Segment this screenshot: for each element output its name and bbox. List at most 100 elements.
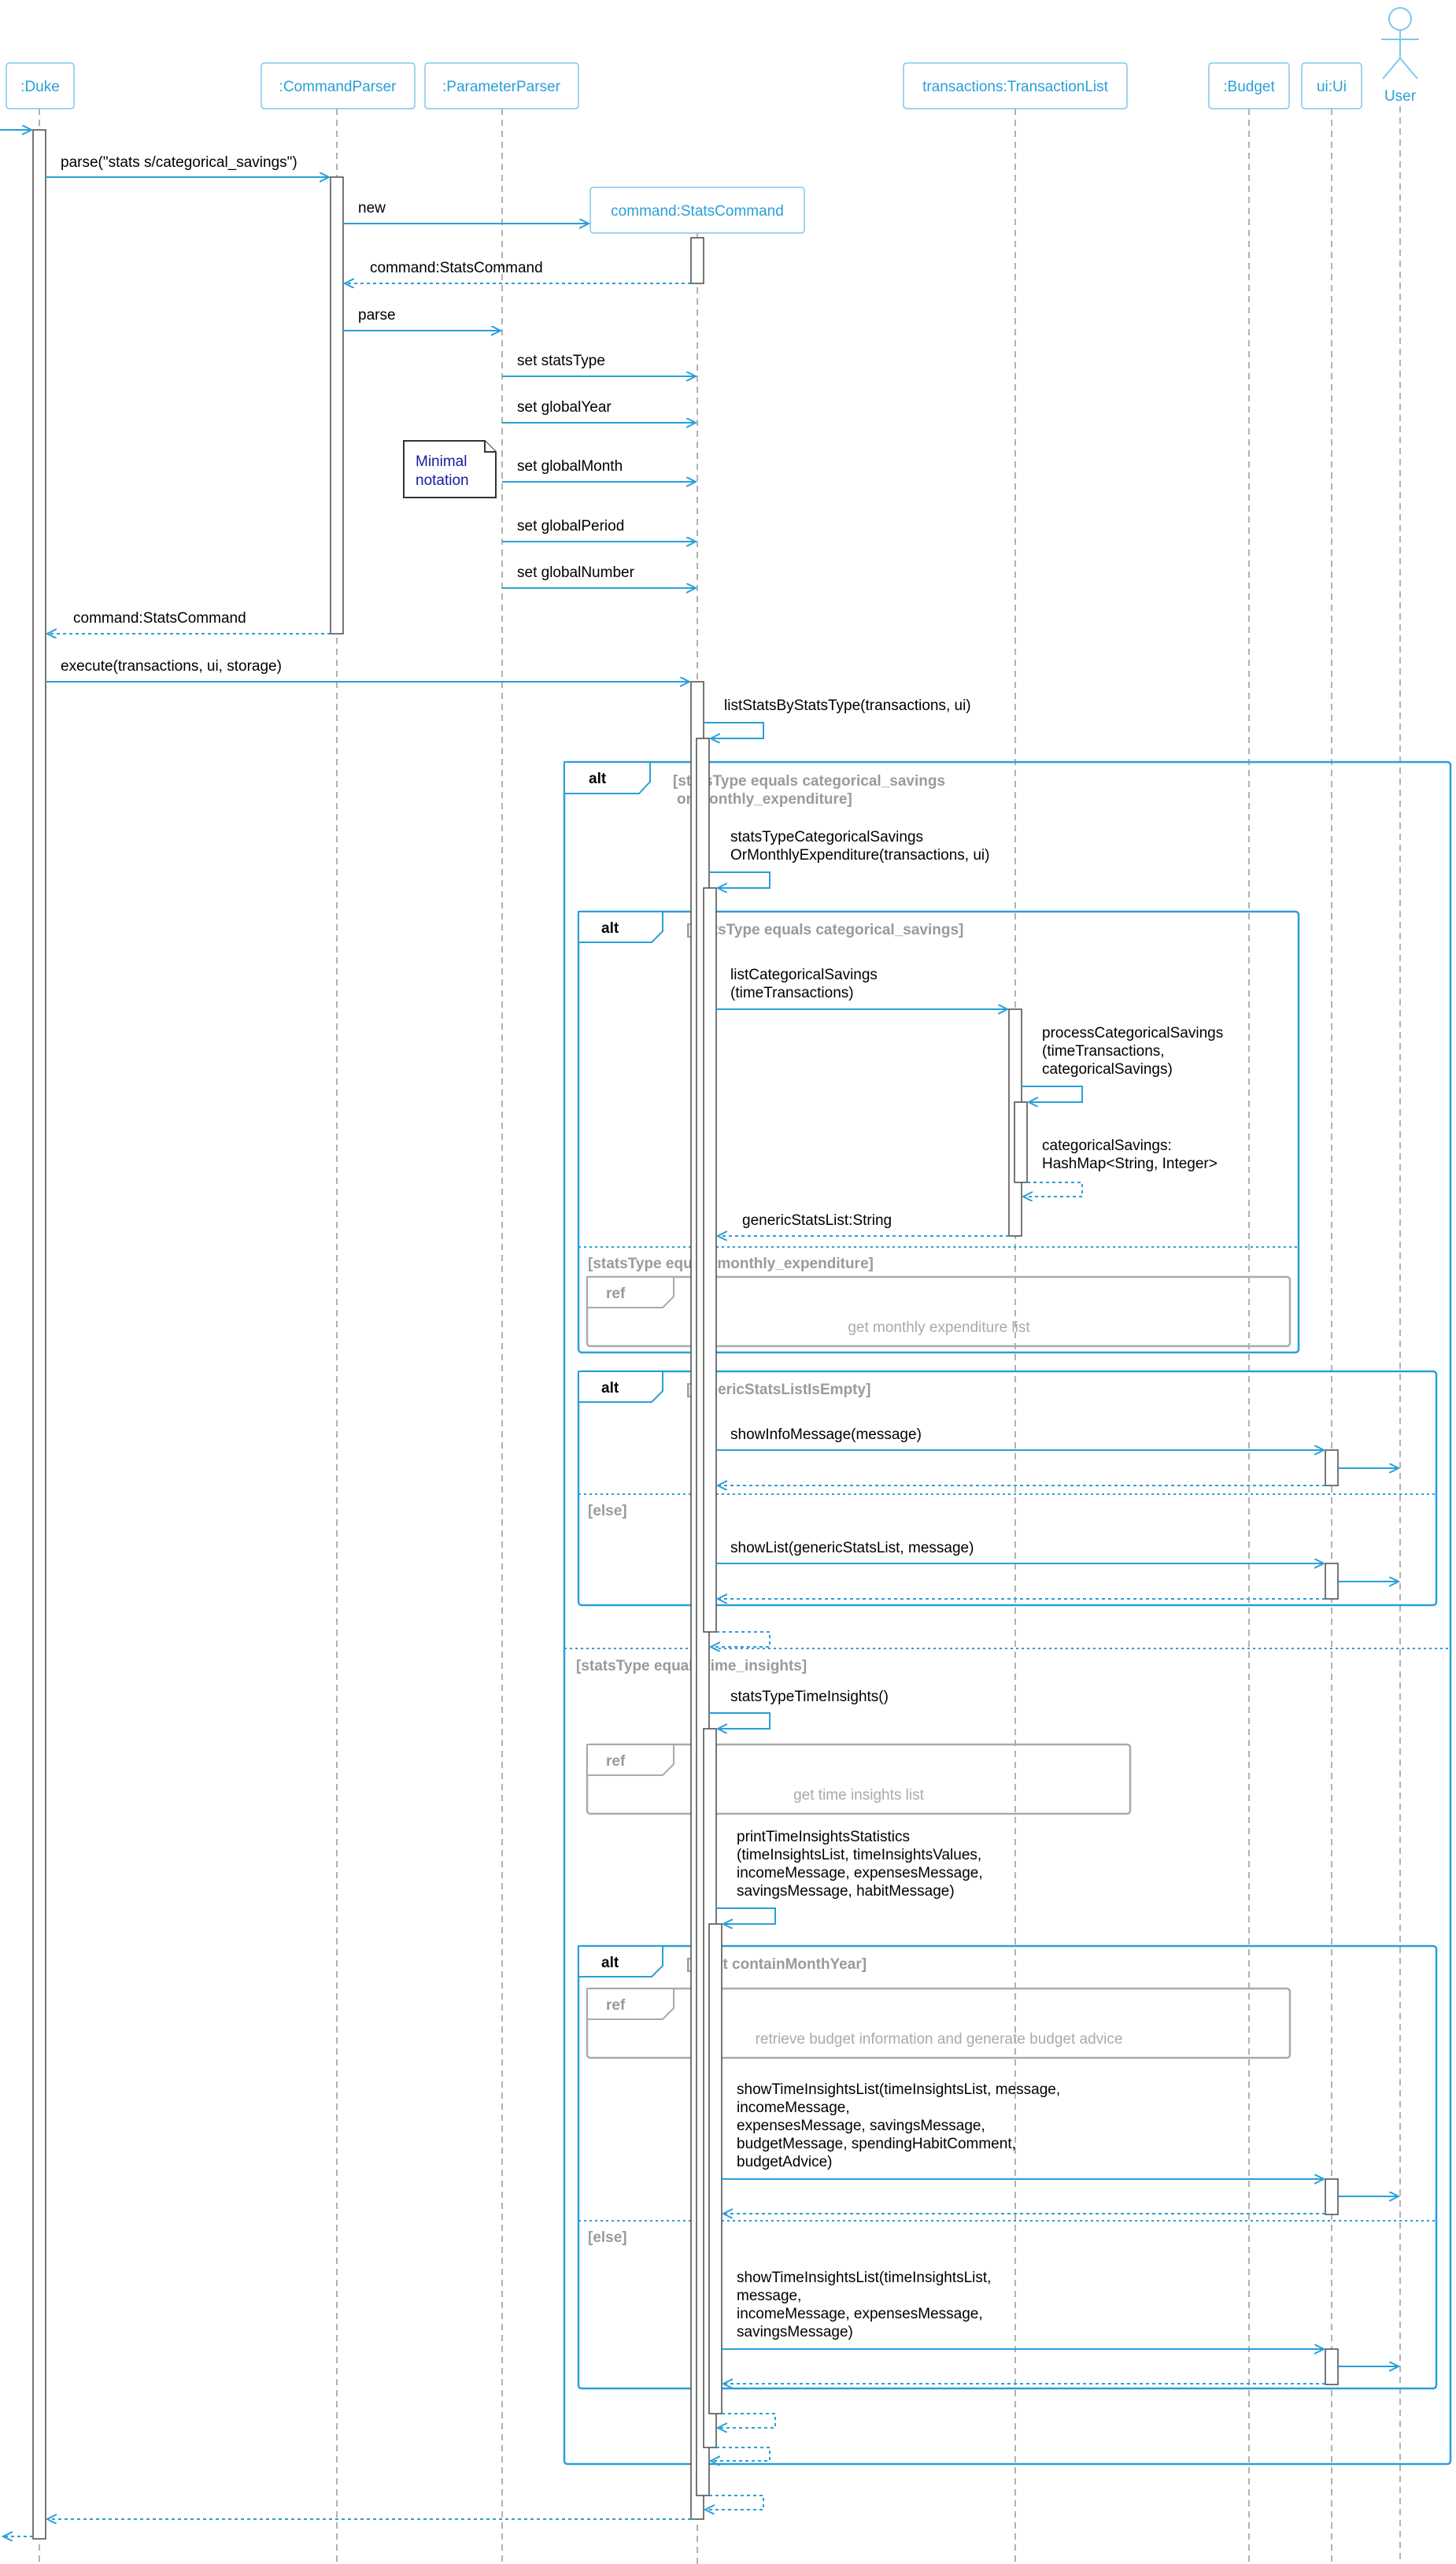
- message-list-categorical-label-1: listCategoricalSavings: [730, 967, 878, 983]
- return-command-2-label: command:StatsCommand: [73, 610, 246, 627]
- message-parse-label: parse: [358, 307, 396, 324]
- message-list-categorical-label-2: (timeTransactions): [730, 985, 854, 1001]
- alt-frame-stats-type: alt [statsType equals categorical_saving…: [563, 760, 1452, 2466]
- note-line-1: Minimal: [416, 453, 467, 470]
- participant-stats-command: command:StatsCommand: [589, 187, 805, 234]
- message-stats-categorical-label-1: statsTypeCategoricalSavings: [730, 829, 923, 845]
- guard-contain-month-year: [input containMonthYear]: [686, 1956, 867, 1973]
- minimal-notation-note: Minimal notation: [403, 440, 497, 498]
- message-stats-categorical-label-2: OrMonthlyExpenditure(transactions, ui): [730, 847, 989, 864]
- activation-ui-list: [1325, 1563, 1339, 1600]
- activations: [32, 129, 1339, 2540]
- participant-parameter-parser-label: :ParameterParser: [442, 79, 561, 95]
- message-process-categorical-label-2: (timeTransactions,: [1042, 1043, 1165, 1060]
- alt-label: alt: [601, 1955, 619, 1971]
- activation-stats-command-new: [690, 237, 704, 284]
- message-execute-label: execute(transactions, ui, storage): [61, 658, 282, 675]
- ref-label: ref: [606, 1753, 626, 1770]
- alt-label: alt: [589, 771, 607, 787]
- activation-ui-info: [1325, 1449, 1339, 1486]
- message-print-label-2: (timeInsightsList, timeInsightsValues,: [737, 1847, 981, 1863]
- guard-monthly-expenditure: [statsType equals monthly_expenditure]: [588, 1256, 874, 1272]
- activation-print-time-insights: [708, 1923, 722, 2414]
- alt-frame-month-year: alt [input containMonthYear] [else]: [577, 1944, 1438, 2390]
- guard-else: [else]: [588, 1503, 627, 1519]
- message-print-label-3: incomeMessage, expensesMessage,: [737, 1865, 983, 1881]
- participant-duke-label: :Duke: [20, 79, 60, 95]
- message-process-categorical: [1022, 1086, 1083, 1102]
- participant-user-label: User: [1384, 88, 1417, 105]
- message-stil-b-label-3: incomeMessage, expensesMessage,: [737, 2306, 983, 2322]
- message-parse-call-label: parse("stats s/categorical_savings"): [61, 154, 297, 171]
- message-process-categorical-label-3: categoricalSavings): [1042, 1061, 1173, 1078]
- ref-frame-monthly-expenditure: ref get monthly expenditure list: [586, 1275, 1292, 1348]
- return-time-insights: [711, 2447, 770, 2461]
- message-stil-a-label-1: showTimeInsightsList(timeInsightsList, m…: [737, 2081, 1060, 2098]
- message-stil-a-label-3: expensesMessage, savingsMessage,: [737, 2118, 985, 2134]
- message-show-info-label: showInfoMessage(message): [730, 1426, 922, 1443]
- message-stats-categorical: [709, 871, 770, 888]
- ref-frame-budget: ref retrieve budget information and gene…: [586, 1987, 1292, 2059]
- message-list-stats: [704, 722, 764, 738]
- participant-ui: ui:Ui: [1301, 62, 1362, 109]
- message-new-label: new: [358, 200, 386, 216]
- ref-monthly-text: get monthly expenditure list: [848, 1319, 1030, 1336]
- activation-ui-time-b: [1325, 2348, 1339, 2385]
- guard-generic-list-empty: [genericStatsListIsEmpty]: [686, 1382, 870, 1398]
- message-process-categorical-label-1: processCategoricalSavings: [1042, 1025, 1223, 1042]
- alt-frame-categorical: alt [statsType equals categorical_saving…: [577, 910, 1300, 1354]
- ref-frame-time-insights: ref get time insights list: [586, 1743, 1132, 1815]
- participant-user: User: [1381, 7, 1419, 105]
- return-list-stats: [705, 2495, 764, 2510]
- message-set-stats-type-label: set statsType: [517, 353, 605, 369]
- message-print-label-1: printTimeInsightsStatistics: [737, 1829, 910, 1845]
- alt-label: alt: [601, 920, 619, 937]
- activation-ui-time-a: [1325, 2178, 1339, 2215]
- participant-ui-label: ui:Ui: [1317, 79, 1347, 95]
- ref-label: ref: [606, 1286, 626, 1302]
- alt-frame-empty-list: alt [genericStatsListIsEmpty] [else]: [577, 1370, 1438, 1607]
- guard-categorical-or-monthly-2: or monthly_expenditure]: [677, 791, 852, 808]
- message-print-time-insights: [716, 1907, 776, 1924]
- message-print-label-4: savingsMessage, habitMessage): [737, 1883, 955, 1900]
- return-generic-stats-label: genericStatsList:String: [742, 1212, 892, 1229]
- ref-time-insights-text: get time insights list: [793, 1787, 925, 1804]
- return-categorical-savings-label-2: HashMap<String, Integer>: [1042, 1156, 1218, 1172]
- guard-else: [else]: [588, 2229, 627, 2246]
- alt-label: alt: [601, 1380, 619, 1397]
- message-stats-time-insights-label: statsTypeTimeInsights(): [730, 1689, 889, 1705]
- message-stil-b-label-2: message,: [737, 2288, 801, 2304]
- activation-command-parser: [330, 176, 344, 635]
- user-actor-icon: [1381, 7, 1419, 80]
- message-stats-time-insights: [709, 1712, 770, 1729]
- return-categorical-savings-label-1: categoricalSavings:: [1042, 1138, 1172, 1154]
- participant-transaction-list: transactions:TransactionList: [903, 62, 1128, 109]
- message-stil-b-label-1: showTimeInsightsList(timeInsightsList,: [737, 2270, 991, 2286]
- participant-transaction-list-label: transactions:TransactionList: [922, 79, 1109, 95]
- guard-categorical-or-monthly-1: [statsType equals categorical_savings: [673, 773, 945, 790]
- messages: parse("stats s/categorical_savings") new…: [0, 130, 1399, 2536]
- message-set-global-year-label: set globalYear: [517, 399, 612, 416]
- ref-label: ref: [606, 1997, 626, 2014]
- message-stil-a-label-4: budgetMessage, spendingHabitComment,: [737, 2136, 1016, 2152]
- activation-duke: [32, 129, 46, 2540]
- participant-command-parser-label: :CommandParser: [279, 79, 397, 95]
- message-set-global-number-label: set globalNumber: [517, 564, 635, 581]
- note-line-2: notation: [416, 472, 469, 489]
- message-show-list-label: showList(genericStatsList, message): [730, 1540, 974, 1556]
- message-set-global-month-label: set globalMonth: [517, 458, 623, 475]
- message-stil-a-label-2: incomeMessage,: [737, 2100, 850, 2116]
- participant-duke: :Duke: [6, 62, 75, 109]
- participant-command-parser: :CommandParser: [261, 62, 416, 109]
- participant-budget-label: :Budget: [1223, 79, 1275, 95]
- activation-categorical-or-monthly: [703, 887, 717, 1633]
- participant-parameter-parser: :ParameterParser: [424, 62, 579, 109]
- ref-budget-text: retrieve budget information and generate…: [756, 2031, 1123, 2048]
- return-categorical-or-monthly: [711, 1631, 770, 1647]
- message-stil-b-label-4: savingsMessage): [737, 2324, 853, 2340]
- activation-process-categorical: [1014, 1101, 1028, 1183]
- guard-categorical-savings: [statsType equals categorical_savings]: [686, 922, 963, 938]
- return-command-1-label: command:StatsCommand: [370, 260, 543, 276]
- return-print-time-insights: [718, 2413, 776, 2428]
